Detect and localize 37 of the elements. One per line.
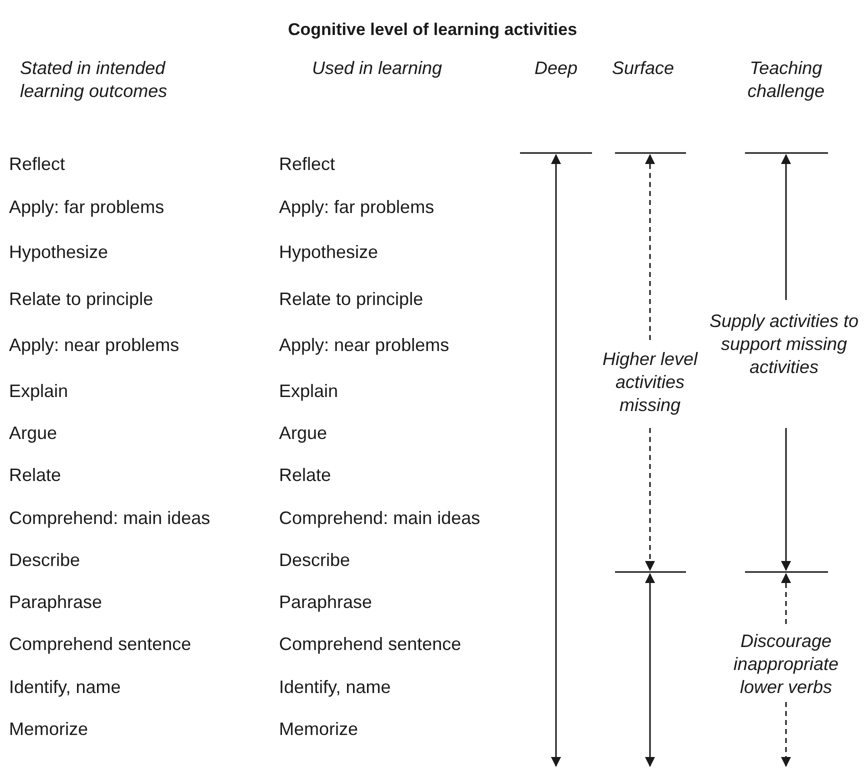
column-header: Teaching challenge — [746, 57, 826, 103]
verb-label: Identify, name — [9, 676, 121, 699]
verb-label: Hypothesize — [279, 241, 378, 264]
verb-label: Comprehend: main ideas — [9, 507, 210, 530]
verb-label: Relate — [9, 464, 62, 487]
column-header: Stated in intended learning outcomes — [20, 57, 168, 103]
verb-label: Argue — [279, 422, 328, 445]
annotation: Discourage inappropriate lower verbs — [732, 630, 840, 699]
verb-label: Relate — [279, 464, 332, 487]
verb-label: Comprehend: main ideas — [279, 507, 480, 530]
verb-label: Apply: far problems — [9, 196, 164, 219]
verb-label: Identify, name — [279, 676, 391, 699]
verb-label: Apply: near problems — [9, 334, 180, 357]
verb-label: Explain — [279, 380, 338, 403]
verb-label: Paraphrase — [279, 591, 372, 614]
column-header: Surface — [610, 57, 676, 80]
verb-label: Apply: near problems — [279, 334, 450, 357]
verb-label: Comprehend sentence — [9, 633, 192, 656]
verb-label: Relate to principle — [9, 288, 154, 311]
verb-label: Describe — [9, 549, 80, 572]
verb-label: Describe — [279, 549, 350, 572]
verb-label: Memorize — [9, 718, 88, 741]
verb-label: Paraphrase — [9, 591, 102, 614]
verb-label: Explain — [9, 380, 68, 403]
verb-label: Memorize — [279, 718, 358, 741]
verb-label: Reflect — [279, 153, 336, 176]
column-header: Used in learning — [310, 57, 444, 80]
verb-label: Relate to principle — [279, 288, 424, 311]
annotation: Supply activities to support missing activities — [708, 310, 860, 379]
verb-label: Reflect — [9, 153, 66, 176]
annotation: Higher level activities missing — [601, 348, 699, 417]
verb-label: Argue — [9, 422, 58, 445]
verb-label: Apply: far problems — [279, 196, 434, 219]
column-header: Deep — [533, 57, 579, 80]
verb-label: Hypothesize — [9, 241, 108, 264]
verb-label: Comprehend sentence — [279, 633, 462, 656]
title: Cognitive level of learning activities — [286, 19, 578, 41]
